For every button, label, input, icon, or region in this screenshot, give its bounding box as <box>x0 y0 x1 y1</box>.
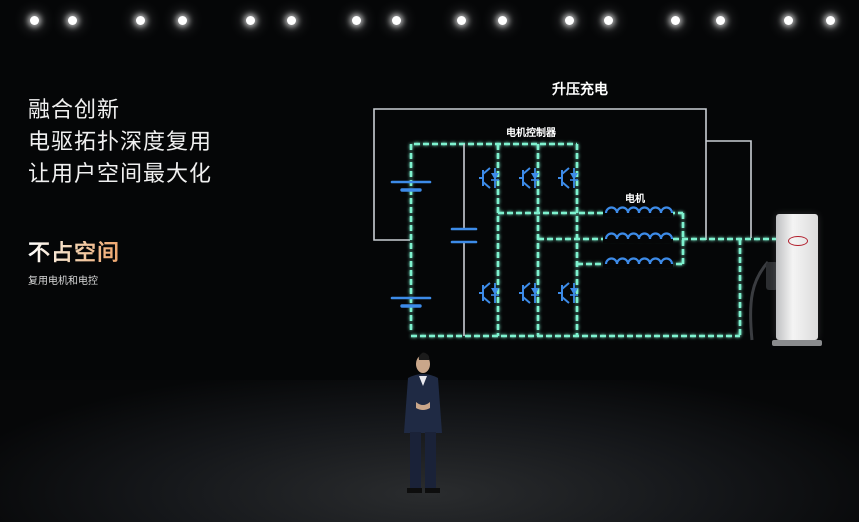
headline-line-3: 让用户空间最大化 <box>28 162 213 187</box>
feature-caption: 复用电机和电控 <box>28 276 98 287</box>
ceiling-light <box>178 16 187 25</box>
battery-icon <box>390 180 432 192</box>
feature-title: 不占空间 <box>28 241 121 266</box>
motor-label: 电机 <box>625 194 645 205</box>
ceiling-light <box>716 16 725 25</box>
ev-charging-station-icon <box>772 214 822 346</box>
igbt-transistor-icon <box>557 282 579 304</box>
igbt-transistor-icon <box>478 282 500 304</box>
headline-line-2: 电驱拓扑深度复用 <box>28 130 213 155</box>
ceiling-light <box>30 16 39 25</box>
diagram-title: 升压充电 <box>552 82 608 98</box>
capacitor-icon <box>450 227 478 244</box>
ceiling-light <box>604 16 613 25</box>
headline-line-1: 融合创新 <box>28 98 121 123</box>
charging-cable <box>749 261 770 341</box>
ceiling-light <box>246 16 255 25</box>
charger-holster <box>766 262 778 290</box>
motor-windings <box>603 203 674 268</box>
igbt-transistor-icon <box>518 282 540 304</box>
ceiling-light <box>352 16 361 25</box>
motor-controller-label: 电机控制器 <box>506 128 556 139</box>
return-wire <box>373 108 752 241</box>
ceiling-light <box>565 16 574 25</box>
battery-icon <box>390 296 432 308</box>
ceiling-light <box>784 16 793 25</box>
charger-base <box>772 340 822 346</box>
ceiling-light <box>671 16 680 25</box>
ceiling-light <box>136 16 145 25</box>
ceiling-light <box>287 16 296 25</box>
ceiling-light <box>68 16 77 25</box>
igbt-transistor-icon <box>557 167 579 189</box>
igbt-transistor-icon <box>478 167 500 189</box>
igbt-transistor-icon <box>518 167 540 189</box>
current-flow-path <box>409 142 776 338</box>
ceiling-light <box>457 16 466 25</box>
ceiling-light <box>826 16 835 25</box>
ceiling-light <box>392 16 401 25</box>
presenter-figure <box>404 352 442 493</box>
brand-logo <box>788 236 808 246</box>
ceiling-light <box>498 16 507 25</box>
